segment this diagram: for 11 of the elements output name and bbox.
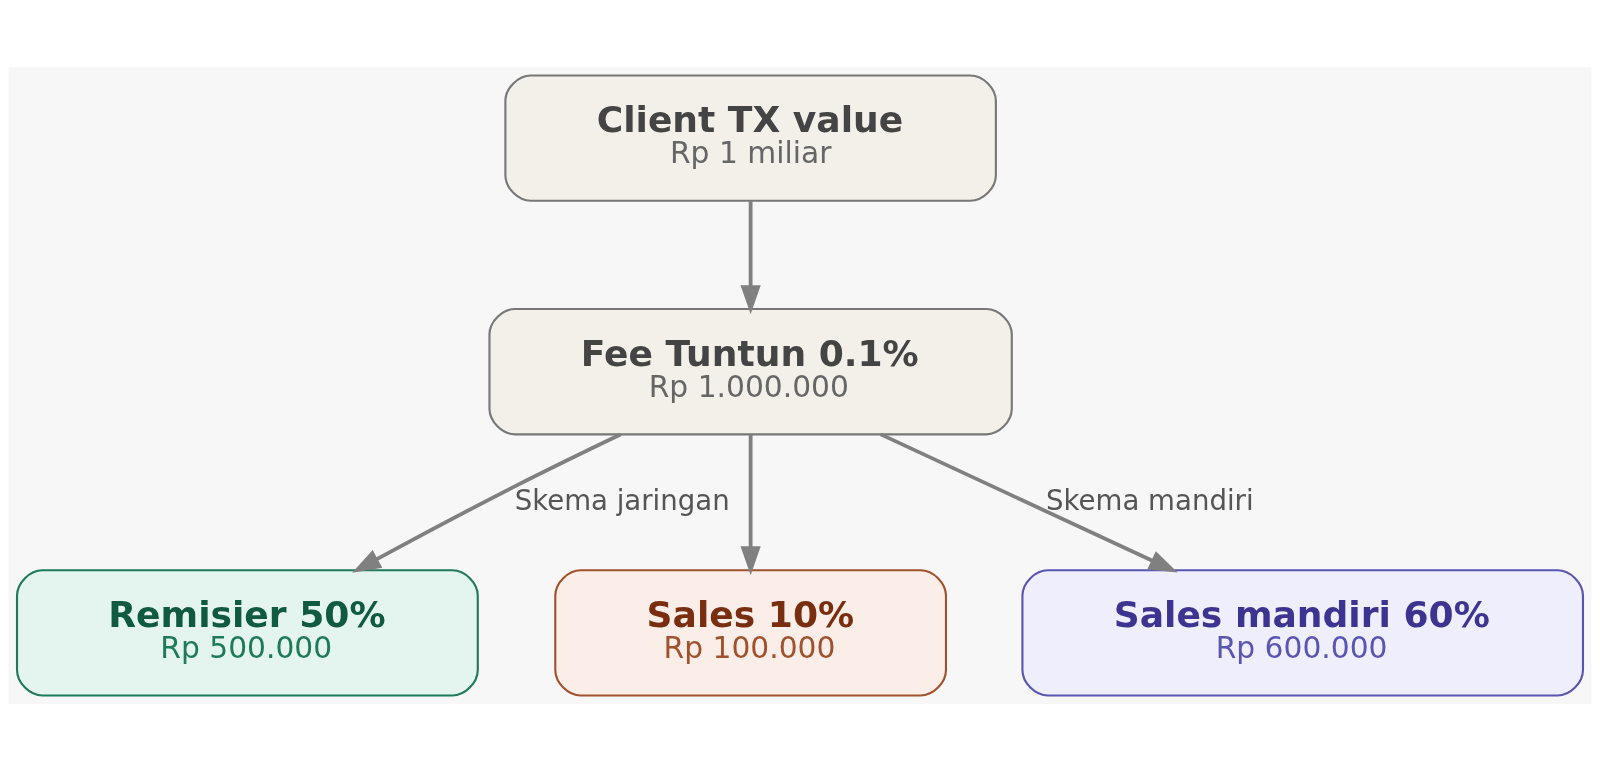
edge-label: Skema mandiri: [1046, 483, 1254, 517]
node-box: Sales 10% Rp 100.000: [554, 569, 948, 697]
node-box: Remisier 50% Rp 500.000: [15, 569, 479, 697]
edge-label: Skema jaringan: [514, 483, 730, 517]
node-box: Client TX value Rp 1 miliar: [504, 74, 997, 202]
node-box: Sales mandiri 60% Rp 600.000: [1021, 569, 1585, 697]
arrow: [740, 434, 761, 576]
node-box: Fee Tuntun 0.1% Rp 1.000.000: [488, 308, 1013, 436]
arrow: [879, 432, 1178, 573]
arrow: [740, 201, 761, 315]
arrow: [352, 432, 622, 573]
